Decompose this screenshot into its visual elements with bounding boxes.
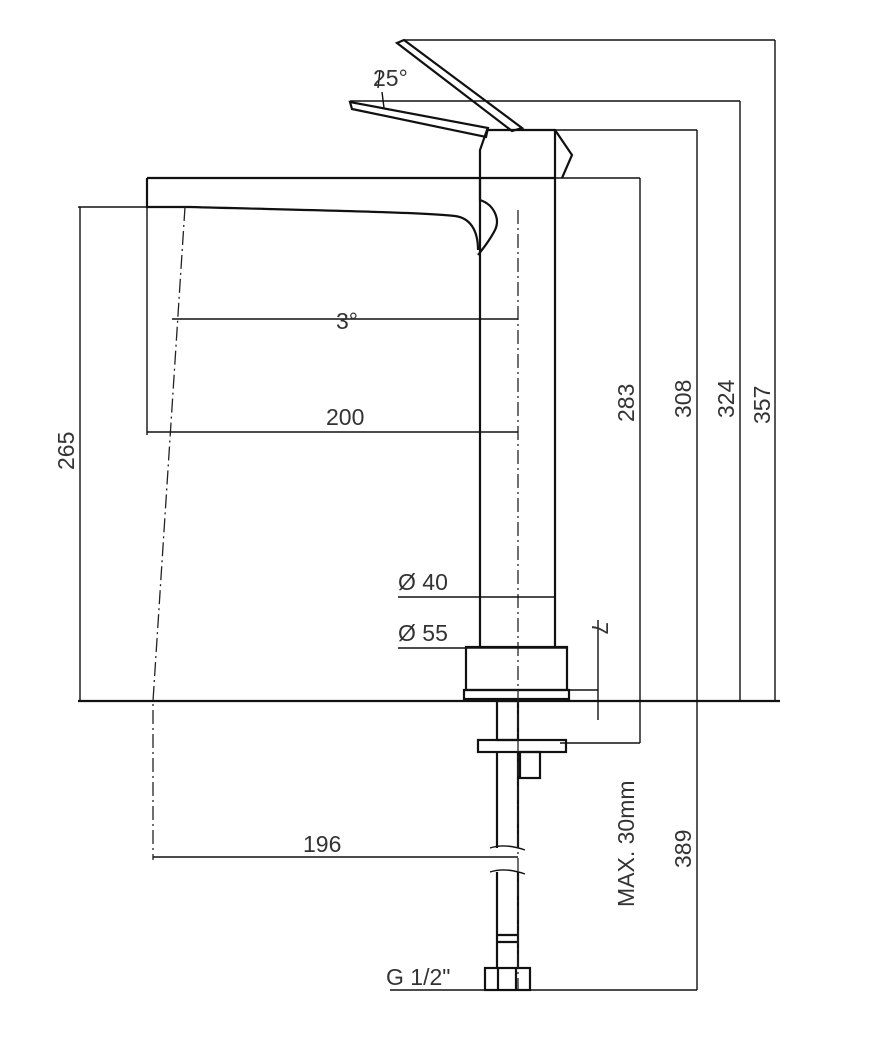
body-height-label: 308 <box>670 380 696 418</box>
hose-length-label: 389 <box>670 830 696 868</box>
max-counter-thickness-label: MAX. 30mm <box>613 780 639 907</box>
dimension-lines <box>78 39 776 991</box>
water-jet-line <box>152 206 186 860</box>
base-height-label: 7 <box>587 622 613 635</box>
body-diameter-label: Ø 40 <box>398 569 448 595</box>
lever-rest-height-label: 324 <box>713 379 739 418</box>
spout-top-height-label: 283 <box>613 384 639 422</box>
body <box>478 128 574 647</box>
spout-reach-label: 200 <box>326 404 364 430</box>
connection-thread-label: G 1/2" <box>386 964 450 990</box>
outlet-height-label: 265 <box>53 432 79 470</box>
total-height-label: 357 <box>749 386 775 424</box>
spout <box>145 176 555 256</box>
mounting-kit <box>476 699 568 992</box>
base <box>462 645 571 701</box>
base-diameter-label: Ø 55 <box>398 620 448 646</box>
lever-angle-label: 25° <box>373 65 408 91</box>
spout-angle-label: 3° <box>336 308 358 334</box>
outlet-projection-label: 196 <box>303 831 341 857</box>
